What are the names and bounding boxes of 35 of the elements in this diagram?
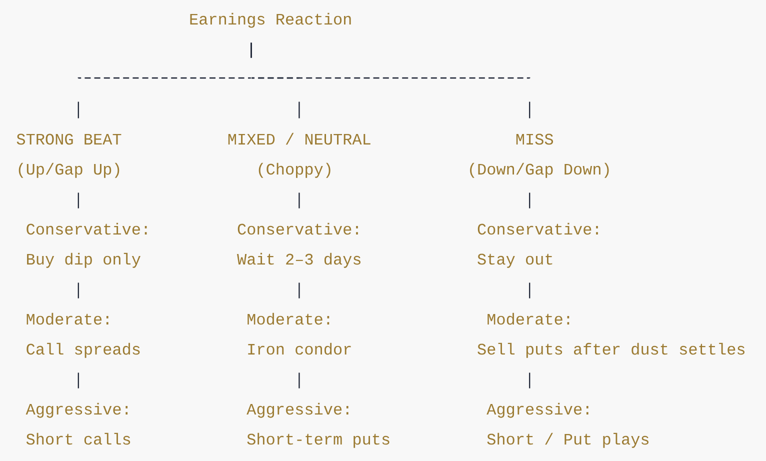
tier-label: Conservative: <box>26 222 147 235</box>
strategy-text: Short / Put plays <box>487 432 648 448</box>
strategy-text: Iron condor <box>248 342 351 355</box>
strategy-text: Short calls <box>26 432 130 445</box>
tier-label: Aggressive: <box>246 402 348 418</box>
strategy-text: Buy dip only <box>27 252 140 268</box>
connector-line <box>529 372 530 388</box>
branch-heading: STRONG BEAT <box>16 134 122 145</box>
connector-line <box>298 192 300 208</box>
strategy-text: Sell puts after dust settles <box>478 342 744 358</box>
strategy-text: Wait 2–3 days <box>237 252 360 268</box>
connector-line <box>529 192 530 208</box>
tier-label: Conservative: <box>478 222 598 235</box>
connector-line <box>78 372 79 388</box>
connector-line <box>78 282 79 298</box>
connector-line <box>78 192 79 208</box>
root-heading: Earnings Reaction <box>190 12 351 28</box>
connector-line <box>529 282 530 298</box>
tier-label: Moderate: <box>248 312 330 325</box>
branch-heading: MISS <box>516 134 554 145</box>
connector-line <box>298 372 300 388</box>
strategy-text: Call spreads <box>26 342 140 358</box>
connector-line <box>250 42 530 118</box>
branch-heading: MIXED / NEUTRAL <box>228 132 370 145</box>
branch-subheading: (Up/Gap Up) <box>18 162 120 178</box>
tier-label: Aggressive: <box>486 402 588 418</box>
tier-label: Moderate: <box>26 312 108 325</box>
branch-subheading: (Down/Gap Down) <box>470 162 609 178</box>
tier-label: Aggressive: <box>26 402 128 418</box>
tier-label: Moderate: <box>488 312 570 325</box>
strategy-text: Short-term puts <box>247 432 390 448</box>
strategy-text: Stay out <box>478 254 552 268</box>
branch-subheading: (Choppy) <box>258 162 330 178</box>
tier-label: Conservative: <box>238 222 358 235</box>
connector-line <box>298 282 300 298</box>
